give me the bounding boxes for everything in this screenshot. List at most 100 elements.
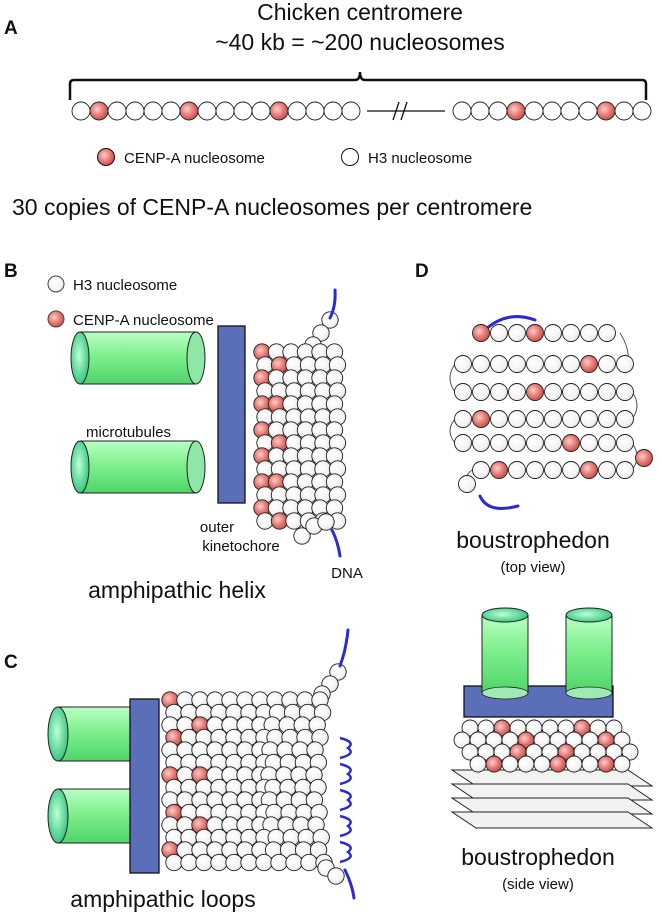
h3-nucleosome (472, 383, 490, 401)
dna-strand-top (328, 288, 337, 320)
layer-sheet (450, 811, 654, 829)
h3-nucleosome (562, 461, 580, 479)
h3-nucleosome (533, 755, 551, 773)
dna-loop (339, 788, 352, 812)
h3-nucleosome (251, 101, 271, 121)
h3-nucleosome (508, 410, 526, 428)
h3-nucleosome (195, 853, 213, 872)
h3-nucleosome (616, 434, 634, 452)
h3-nucleosome (490, 324, 508, 342)
h3-nucleosome (305, 101, 325, 121)
cenpa-nucleosome (597, 755, 615, 773)
h3-nucleosome (210, 853, 228, 872)
h3-nucleosome (614, 101, 634, 121)
cenpa-nucleosome (270, 512, 289, 530)
h3-nucleosome (233, 101, 253, 121)
microtubule-upper (70, 331, 206, 385)
h3-nucleosome (323, 101, 343, 121)
h3-nucleosome (616, 461, 634, 479)
cenpa-nucleosome (472, 324, 490, 342)
h3-nucleosome (472, 461, 490, 479)
dna-loop (339, 840, 352, 864)
cenpa-nucleosome (596, 101, 616, 121)
nucleosome-chain (71, 101, 652, 121)
cenpa-nucleosome (526, 324, 544, 342)
h3-nucleosome (341, 101, 361, 121)
h3-nucleosome (544, 461, 562, 479)
h3-nucleosome (321, 311, 339, 329)
h3-nucleosome (125, 101, 145, 121)
dna-strand-bottom-c (343, 868, 356, 900)
h3-nucleosome (270, 853, 288, 872)
legend-cenpa-dot (97, 148, 115, 166)
dna-loop (339, 736, 352, 760)
dna-strand-top-d (484, 315, 537, 331)
h3-nucleosome (578, 101, 598, 121)
h3-nucleosome (285, 853, 303, 872)
h3-nucleosome (287, 101, 307, 121)
outer-kinetochore-plate-c (129, 698, 160, 874)
h3-nucleosome (508, 461, 526, 479)
h3-nucleosome (526, 410, 544, 428)
h3-nucleosome (544, 355, 562, 373)
layer-sheet (450, 797, 654, 815)
h3-nucleosome (580, 410, 598, 428)
outer-kinetochore-plate (217, 325, 246, 504)
h3-nucleosome (469, 755, 487, 773)
h3-nucleosome (565, 755, 583, 773)
centromere-bracket (68, 71, 648, 100)
h3-nucleosome (598, 324, 616, 342)
h3-nucleosome (616, 383, 634, 401)
cenpa-nucleosome (580, 355, 598, 373)
microtubule-left-d (481, 607, 529, 700)
cenpa-nucleosome (562, 434, 580, 452)
h3-nucleosome (580, 383, 598, 401)
nucleosome-array-helix (253, 311, 347, 545)
h3-nucleosome (526, 355, 544, 373)
h3-nucleosome (71, 101, 91, 121)
h3-nucleosome (508, 434, 526, 452)
h3-nucleosome (256, 512, 274, 530)
panel-c-caption: amphipathic loops (70, 886, 255, 912)
panel-c-letter: C (4, 652, 18, 673)
h3-nucleosome (300, 853, 318, 872)
h3-nucleosome (598, 461, 616, 479)
dna-loop (339, 814, 352, 838)
row-turn (449, 418, 456, 444)
cenpa-nucleosome (580, 461, 598, 479)
h3-nucleosome (501, 755, 519, 773)
h3-nucleosome (490, 383, 508, 401)
h3-nucleosome (613, 731, 631, 749)
h3-nucleosome (598, 410, 616, 428)
h3-nucleosome (616, 410, 634, 428)
h3-nucleosome (285, 512, 303, 530)
cenpa-nucleosome (472, 410, 490, 428)
h3-nucleosome (605, 719, 623, 737)
h3-nucleosome (454, 355, 472, 373)
h3-nucleosome (562, 383, 580, 401)
h3-nucleosome (613, 755, 631, 773)
layer-sheet (450, 783, 654, 801)
nucleosome-array-loops (161, 663, 347, 885)
panel-b-legend-h3: H3 nucleosome (73, 277, 177, 294)
cenpa-nucleosome (490, 461, 508, 479)
h3-nucleosome (517, 755, 535, 773)
h3-nucleosome (526, 434, 544, 452)
h3-nucleosome (598, 434, 616, 452)
h3-nucleosome (544, 434, 562, 452)
h3-nucleosome (161, 101, 181, 121)
panel-a-title-line2: ~40 kb = ~200 nucleosomes (215, 29, 505, 55)
h3-nucleosome (107, 101, 127, 121)
h3-nucleosome (312, 324, 330, 342)
h3-nucleosome (544, 324, 562, 342)
h3-nucleosome (508, 383, 526, 401)
panel-d-caption-side: boustrophedon (461, 844, 614, 870)
microtubules-label: microtubules (86, 424, 171, 441)
microtubule-right-d (565, 607, 613, 700)
boustrophedon-side-array (453, 719, 639, 773)
h3-nucleosome (621, 743, 639, 761)
h3-nucleosome (616, 355, 634, 373)
cenpa-nucleosome (269, 101, 289, 121)
h3-nucleosome (632, 101, 652, 121)
